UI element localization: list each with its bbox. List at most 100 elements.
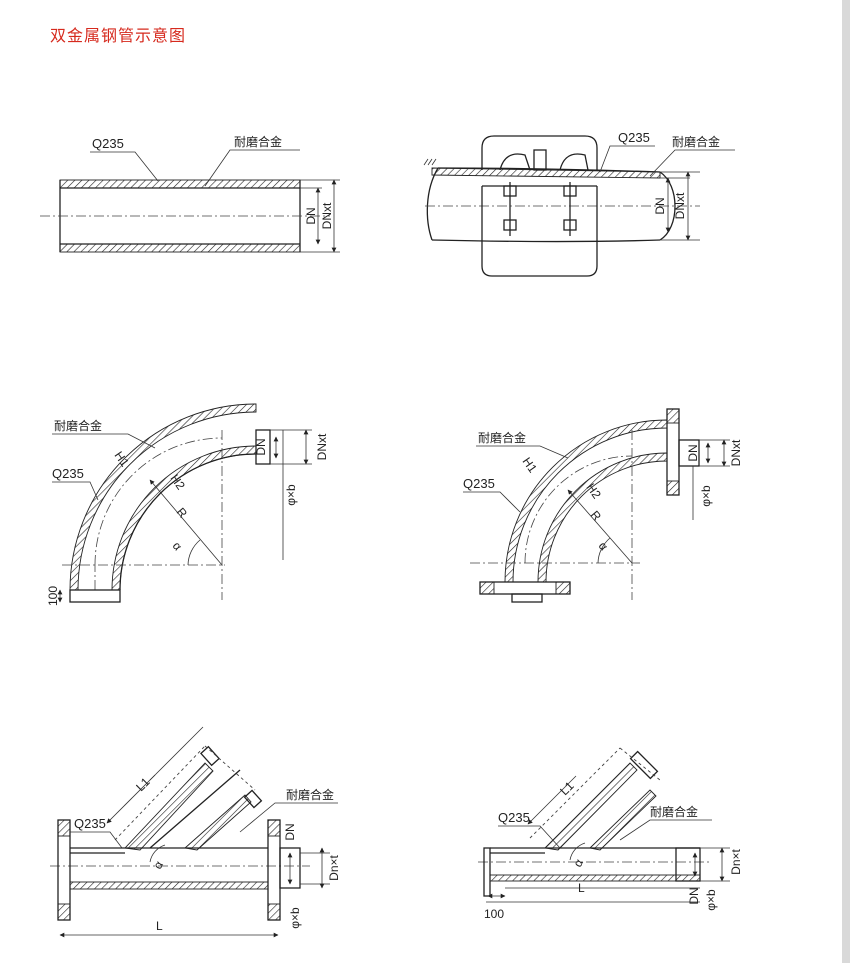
coupled-dnxt-label: DNxt	[673, 192, 687, 219]
tee-flanged-diagram: DN Dn×t φ×b L L1 α Q235 耐磨合金	[50, 726, 341, 938]
tee-plain-l-label: L	[578, 881, 585, 895]
page-title: 双金属钢管示意图	[50, 26, 187, 45]
tee-flanged-lining-label: 耐磨合金	[286, 787, 334, 802]
coupling-center-key	[533, 149, 547, 171]
elbow-flanged-lining-label: 耐磨合金	[478, 430, 526, 445]
tee-plain-q235-label: Q235	[498, 810, 530, 825]
tee-flanged-l1-dimension	[106, 774, 156, 824]
tee-plain-l1-dimension	[527, 775, 577, 825]
coupled-lining-label: 耐磨合金	[672, 134, 720, 149]
tee-plain-diagram: DN Dn×t φ×b L 100 L1 α Q235 耐磨合金	[478, 747, 743, 921]
elbow-plain-r-label: R	[174, 505, 191, 521]
tee-flanged-lining-leader	[239, 802, 338, 833]
tee-flanged-branch-inner	[149, 769, 241, 849]
tee-plain-100-label: 100	[484, 907, 504, 921]
coupling-lower-housing	[481, 186, 598, 277]
elbow-angle-arc	[187, 539, 201, 566]
straight-q235-leader	[90, 151, 159, 182]
coupled-pipe-diagram: DN DNxt Q235 耐磨合金	[423, 130, 735, 277]
flange-bolt-hatch	[479, 581, 495, 595]
elbow-flanged-lining-leader	[476, 445, 569, 459]
elbow-flanged-dn-label: DN	[686, 444, 700, 461]
flange-bolt-hatch	[57, 819, 71, 837]
flange-bolt-hatch	[57, 903, 71, 921]
elbow-plain-inner-wall	[119, 453, 257, 591]
break-marks	[423, 158, 437, 166]
branch-end-cap	[200, 745, 220, 767]
coupled-q235-leader	[599, 145, 655, 173]
tee-branch-dim-ext	[204, 745, 256, 791]
tee-plain-q235-leader	[498, 825, 561, 849]
elbow-plain-outer-wall	[69, 403, 257, 591]
coupling-seal-left	[499, 153, 531, 171]
tee-flanged-dnxt-label: Dn×t	[327, 854, 341, 880]
elbow-plain-dnxt-label: DNxt	[315, 433, 329, 460]
elbow-plain-lining-leader	[52, 433, 156, 449]
coupling-upper-housing	[481, 135, 598, 170]
tee-flanged-branch-wall-a	[124, 762, 214, 851]
coupled-pipe-end-right	[659, 171, 676, 241]
coupled-pipe-bottom	[431, 239, 661, 243]
tee-flanged-main-bottom-wall	[69, 881, 269, 890]
tee-flanged-q235-label: Q235	[74, 816, 106, 831]
coupled-q235-label: Q235	[618, 130, 650, 145]
elbow-plain-alpha-label: α	[170, 539, 185, 553]
tee-plain-lining-leader	[619, 819, 712, 841]
flange-spigot	[511, 593, 543, 603]
flange-bolt-hatch	[267, 903, 281, 921]
tee-plain-phixb-label: φ×b	[704, 889, 718, 911]
tee-branch-dim-ext	[114, 745, 206, 841]
flange-bolt-hatch	[666, 408, 680, 424]
elbow-plain-bottom-port	[69, 589, 121, 603]
straight-q235-label: Q235	[92, 136, 124, 151]
straight-pipe-top-wall	[59, 179, 301, 189]
elbow-plain-lining-label: 耐磨合金	[54, 418, 102, 433]
straight-pipe-bottom-wall	[59, 243, 301, 253]
tee-plain-right-end	[675, 847, 701, 882]
tee-plain-branch-wall-b	[589, 789, 657, 851]
straight-lining-leader	[204, 149, 300, 187]
elbow-plain-q235-label: Q235	[52, 466, 84, 481]
flange-bolt-hatch	[666, 480, 680, 496]
tee-plain-main-bottom-wall	[489, 874, 701, 882]
elbow-angle-arc	[597, 537, 611, 564]
elbow-plain-inner-lining	[111, 445, 257, 591]
elbow-plain-diagram: DN DNxt φ×b 100 H1 H2 R α 耐磨合金 Q235	[46, 403, 329, 606]
tee-flanged-l-label: L	[156, 919, 163, 933]
elbow-plain-h1-label: H1	[112, 449, 132, 470]
tee-plain-l1-label: L1	[557, 779, 577, 799]
elbow-plain-phixb-label: φ×b	[284, 484, 298, 506]
elbow-plain-q235-leader	[52, 481, 99, 501]
tee-plain-branch-wall-a	[544, 762, 638, 851]
elbow-flanged-diagram: DN DNxt φ×b H1 H2 R α 耐磨合金 Q235	[463, 408, 743, 603]
tee-plain-dn-label: DN	[687, 887, 701, 904]
bolt-nut	[563, 219, 577, 231]
elbow-plain-dn-label: DN	[254, 438, 268, 455]
straight-lining-label: 耐磨合金	[234, 134, 282, 149]
elbow-plain-arc-centerline	[94, 437, 223, 566]
flange-bolt-hatch	[555, 581, 571, 595]
bolt-nut	[503, 219, 517, 231]
tee-flanged-q235-leader	[70, 831, 123, 849]
elbow-plain-100-label: 100	[46, 586, 60, 606]
tee-flanged-branch-wall-b	[183, 794, 252, 851]
tee-plain-dnxt-label: Dn×t	[729, 848, 743, 874]
straight-dnxt-label: DNxt	[320, 202, 334, 229]
tee-branch-dim-ext	[149, 726, 204, 781]
elbow-flanged-phixb-label: φ×b	[699, 485, 713, 507]
elbow-flanged-outer-wall	[504, 419, 668, 583]
elbow-plain-right-port	[255, 429, 271, 465]
tee-plain-left-end	[483, 847, 491, 897]
elbow-flanged-arc-centerline	[524, 455, 633, 564]
tee-angle-arc	[149, 844, 166, 863]
tee-plain-lining-label: 耐磨合金	[650, 804, 698, 819]
bolt-nut	[563, 185, 577, 197]
tee-angle-arc	[569, 842, 586, 861]
coupling-seal-right	[559, 153, 589, 171]
flange-bolt-hatch	[267, 819, 281, 837]
elbow-flanged-h1-label: H1	[520, 455, 540, 476]
flange-spigot	[678, 439, 700, 467]
coupled-pipe-break-left	[426, 167, 439, 241]
elbow-flanged-dnxt-label: DNxt	[729, 439, 743, 466]
bolt-nut	[503, 185, 517, 197]
